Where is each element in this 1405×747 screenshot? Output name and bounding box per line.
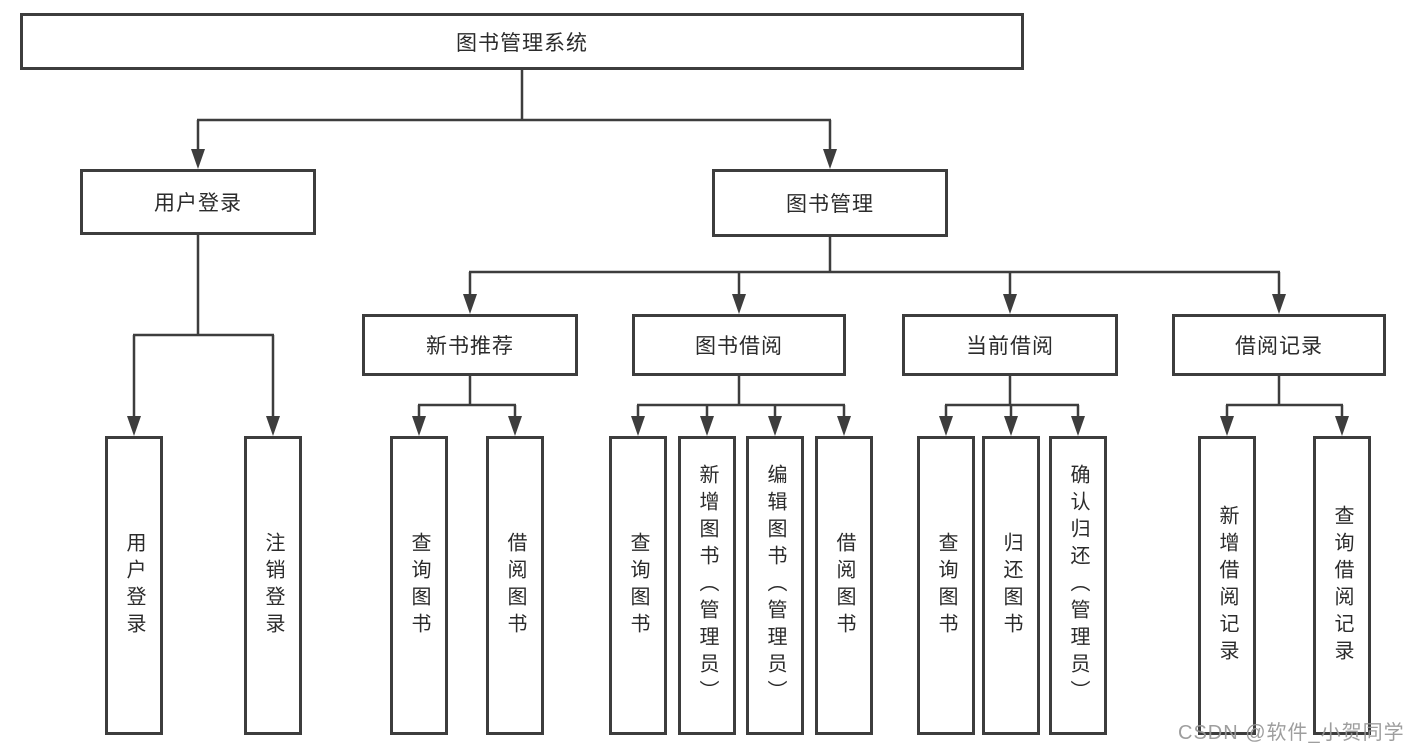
leaf-borrowing-edit-books-admin: 编辑图书（管理员） (746, 436, 804, 735)
leaf-borrowing-add-books-admin: 新增图书（管理员） (678, 436, 736, 735)
node-book-management: 图书管理 (712, 169, 948, 237)
leaf-current-confirm-return-admin: 确认归还（管理员） (1049, 436, 1107, 735)
leaf-label: 查询图书 (408, 531, 430, 640)
leaf-current-query-books: 查询图书 (917, 436, 975, 735)
leaf-label: 注销登录 (262, 531, 284, 640)
node-new-book-recommend: 新书推荐 (362, 314, 578, 376)
leaf-label: 用户登录 (123, 531, 145, 640)
leaf-user-login: 用户登录 (105, 436, 163, 735)
node-current-borrowing: 当前借阅 (902, 314, 1118, 376)
node-label: 图书借阅 (695, 335, 783, 358)
node-label: 用户登录 (154, 192, 242, 215)
leaf-borrowing-borrow-books: 借阅图书 (815, 436, 873, 735)
node-book-borrowing: 图书借阅 (632, 314, 846, 376)
leaf-borrowing-query-books: 查询图书 (609, 436, 667, 735)
leaf-logout-login: 注销登录 (244, 436, 302, 735)
leaf-label: 新增借阅记录 (1216, 504, 1238, 667)
leaf-newbook-query-books: 查询图书 (390, 436, 448, 735)
node-user-login: 用户登录 (80, 169, 316, 235)
watermark: CSDN @软件_小贺同学 (1178, 722, 1405, 744)
node-label: 图书管理 (786, 193, 874, 216)
leaf-label: 查询借阅记录 (1331, 504, 1353, 667)
leaf-label: 确认归还（管理员） (1067, 464, 1089, 707)
node-borrow-records: 借阅记录 (1172, 314, 1386, 376)
leaf-label: 编辑图书（管理员） (764, 464, 786, 707)
node-label: 借阅记录 (1235, 335, 1323, 358)
leaf-label: 查询图书 (627, 531, 649, 640)
leaf-label: 借阅图书 (833, 531, 855, 640)
leaf-records-query-borrow-record: 查询借阅记录 (1313, 436, 1371, 735)
leaf-newbook-borrow-books: 借阅图书 (486, 436, 544, 735)
node-label: 当前借阅 (966, 335, 1054, 358)
leaf-current-return-books: 归还图书 (982, 436, 1040, 735)
leaf-label: 新增图书（管理员） (696, 464, 718, 707)
node-label: 新书推荐 (426, 335, 514, 358)
leaf-records-add-borrow-record: 新增借阅记录 (1198, 436, 1256, 735)
node-label: 图书管理系统 (456, 31, 588, 55)
leaf-label: 借阅图书 (504, 531, 526, 640)
node-library-management-system: 图书管理系统 (20, 13, 1024, 70)
leaf-label: 归还图书 (1000, 531, 1022, 640)
leaf-label: 查询图书 (935, 531, 957, 640)
